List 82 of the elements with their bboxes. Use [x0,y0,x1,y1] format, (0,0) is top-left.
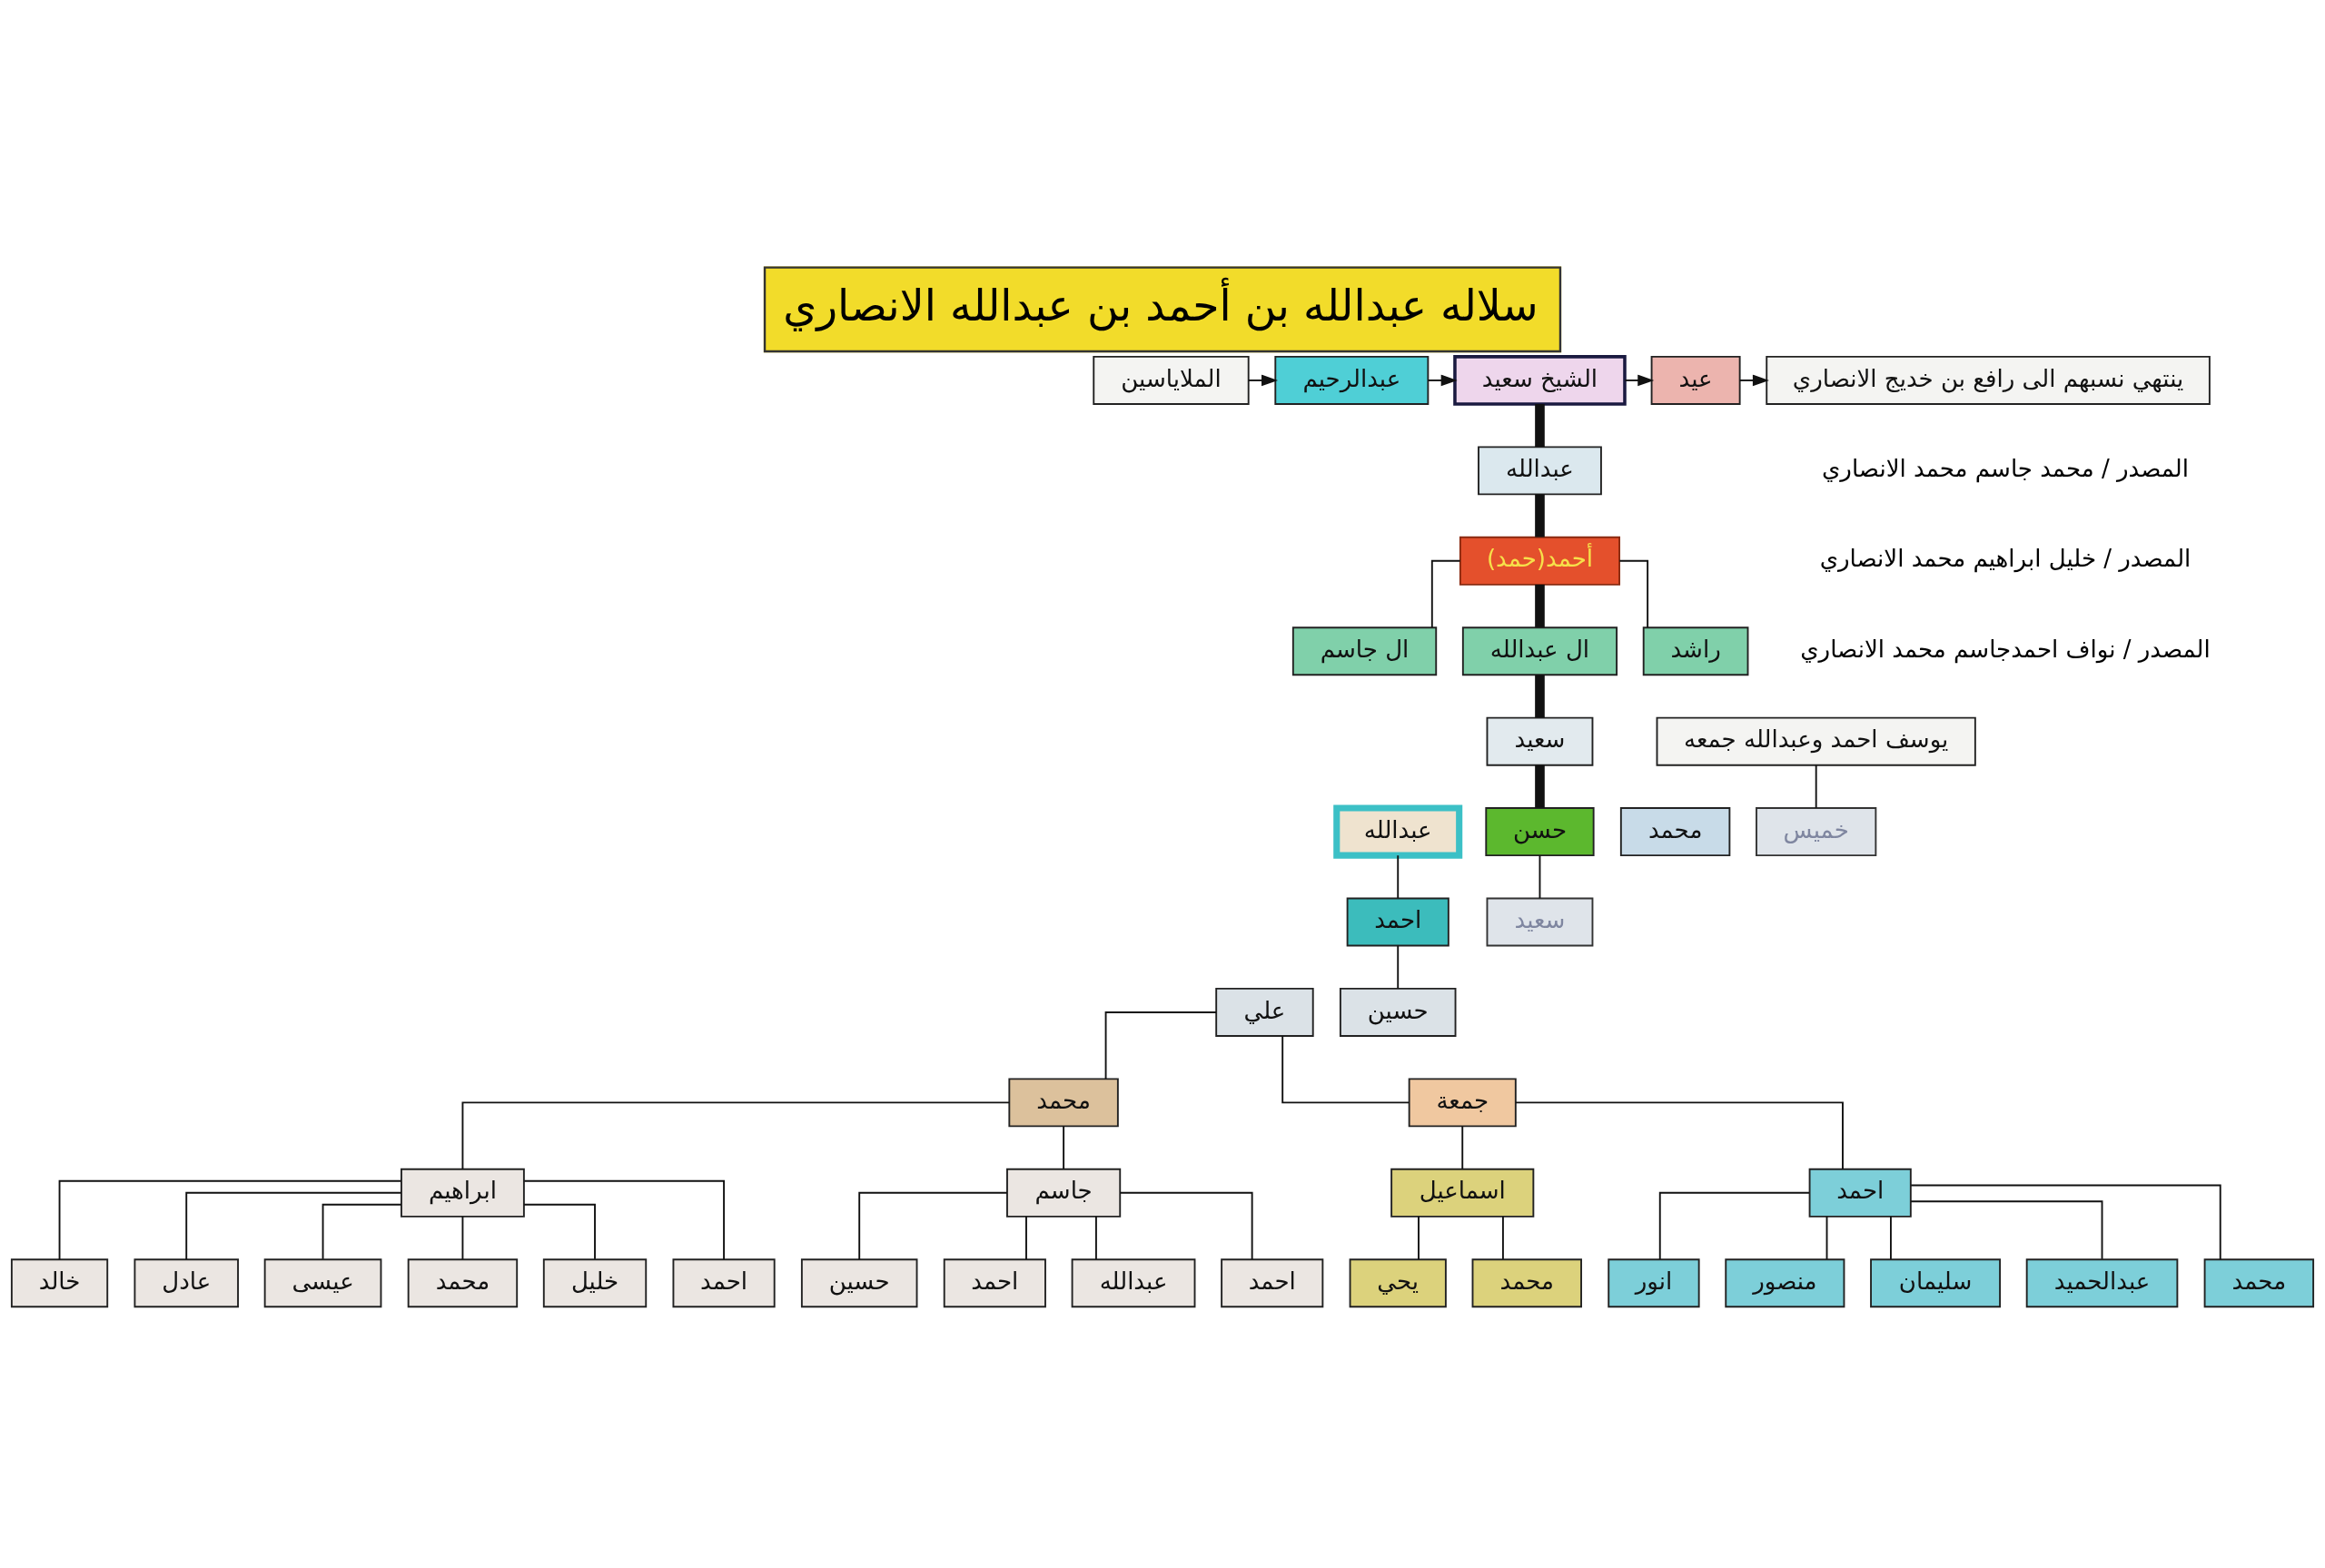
connector [1535,764,1545,808]
arrow [1624,374,1655,386]
node-box: احمد [1221,1257,1324,1307]
connector [1535,674,1545,717]
node-box: محمد [407,1257,519,1307]
node-box: حسين [800,1257,918,1307]
arrow [1427,374,1458,386]
connector [1397,853,1400,899]
connector [1815,764,1817,809]
connector [858,1191,1008,1260]
node-box: ال جاسم [1291,626,1438,676]
node-box: ال عبدالله [1461,626,1618,676]
node-box: احمد [943,1257,1046,1307]
node-box: منصور [1725,1257,1845,1307]
connector [1535,584,1545,627]
connector [1535,494,1545,537]
connector [1397,944,1400,990]
connector [1910,1199,2103,1260]
connector [1418,1215,1420,1260]
label: المصدر / محمد جاسم محمد الانصاري [1821,454,2190,482]
node-box: عبدالحميد [2025,1257,2179,1307]
node-box: سعيد [1486,716,1594,766]
node-box: حسن [1485,806,1595,856]
label: المصدر / نواف احمدجاسم محمد الانصاري [1800,635,2211,663]
connector [1538,853,1541,899]
node-box: احمد [1808,1168,1912,1218]
connector [461,1215,464,1260]
connector [1094,1215,1097,1260]
connector [185,1191,402,1260]
node-box: علي [1215,987,1314,1037]
node-box: ابراهيم [401,1168,525,1218]
node-box: الملاياسين [1093,355,1250,405]
node-box: اسماعيل [1390,1168,1535,1218]
node-box: احمد [1346,897,1449,946]
node-box: أحمد(حمد) [1459,536,1620,586]
connector [1890,1215,1892,1260]
node-box: الشيخ سعيد [1453,354,1627,406]
node-box: ينتهي نسبهم الى رافع بن خديج الانصاري [1766,355,2211,405]
connector [1658,1191,1810,1260]
node-box: خالد [10,1257,109,1307]
connector [1514,1100,1844,1170]
node-box: احمد [672,1257,776,1307]
node-box: خليل [542,1257,648,1307]
node-box: محمد [1471,1257,1582,1307]
connector [1502,1215,1504,1260]
node-box: عبدالله [1071,1257,1196,1307]
node-box: جمعة [1408,1077,1517,1127]
node-box: سليمان [1870,1257,2002,1307]
node-box: انور [1608,1257,1700,1307]
connector [461,1100,1011,1170]
node-box: عادل [134,1257,239,1307]
node-box: عبدالله [1478,445,1602,495]
node-box: سعيد [1486,897,1594,946]
arrow [1248,374,1279,386]
node-box: محمد [1008,1077,1119,1127]
node-box: محمد [1619,806,1731,856]
arrow [1738,374,1769,386]
node-box: جاسم [1006,1168,1122,1218]
node-box: محمد [2203,1257,2315,1307]
connector [1063,1125,1065,1169]
connector [523,1179,725,1260]
connector [1119,1191,1253,1260]
node-box: عيسى [263,1257,382,1307]
node-box: عبدالرحيم [1274,355,1430,405]
connector [58,1179,402,1260]
node-box: عيد [1650,355,1741,405]
node-box: حسين [1339,987,1457,1037]
connector [1281,1034,1410,1103]
connector [1025,1215,1027,1260]
connector [1461,1125,1464,1169]
connector [523,1203,596,1260]
node-box: خميس [1756,806,1877,856]
label: المصدر / خليل ابراهيم محمد الانصاري [1819,544,2191,572]
node-box: راشد [1642,626,1749,676]
connector [1910,1184,2221,1260]
connector [1535,403,1545,447]
connector [1104,1011,1217,1080]
node-box: يوسف احمد وعبدالله جمعه [1656,716,1976,766]
connector [1825,1215,1828,1260]
node-box: يحي [1349,1257,1447,1307]
node-box: عبدالله [1333,804,1463,859]
connector [322,1203,402,1260]
